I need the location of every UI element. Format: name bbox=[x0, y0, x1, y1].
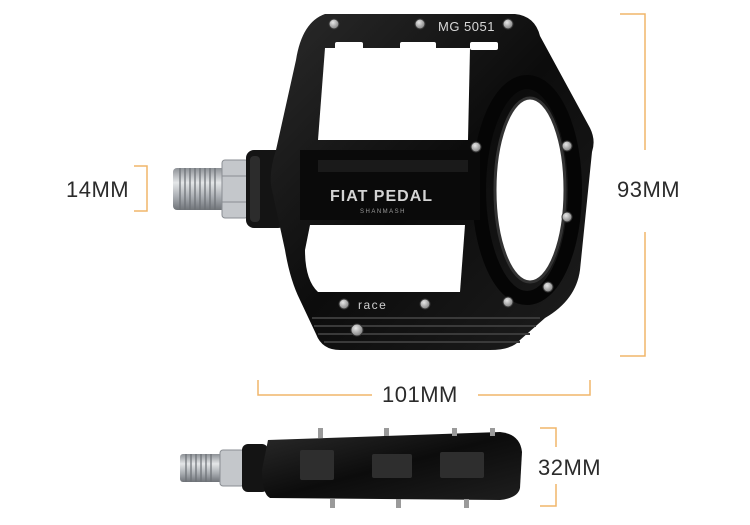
spindle-thread bbox=[173, 150, 286, 228]
dim-14mm-bracket bbox=[134, 165, 148, 212]
length-dimension: 93MM bbox=[617, 177, 681, 202]
top-slots bbox=[335, 42, 498, 50]
spindle-thread-dimension: 14MM bbox=[66, 177, 130, 202]
thickness-dimension: 32MM bbox=[538, 455, 602, 480]
model-label: MG 5051 bbox=[438, 19, 495, 34]
product-name-label: FIAT PEDAL bbox=[330, 188, 433, 205]
brand-sub-label: SHANMASH bbox=[360, 209, 406, 215]
pedal-top-view: MG 5051 FIAT PEDAL SHANMASH race bbox=[173, 14, 594, 350]
pedal-side-view bbox=[180, 428, 522, 508]
dim-101mm-line bbox=[257, 380, 372, 396]
width-dimension: 101MM bbox=[382, 382, 458, 407]
dim-32mm-bracket bbox=[540, 427, 557, 447]
dim-93mm-bracket bbox=[620, 13, 646, 150]
race-label: race bbox=[358, 298, 387, 312]
pedal-pins bbox=[328, 18, 573, 337]
dimension-lines bbox=[134, 13, 646, 507]
